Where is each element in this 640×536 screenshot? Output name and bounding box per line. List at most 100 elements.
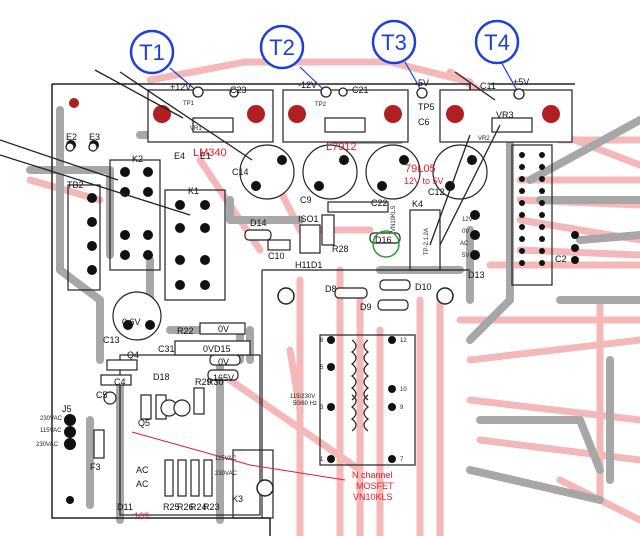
label-5v-k4: 5V [462,253,469,259]
transformer [319,334,416,466]
callout-t3[interactable]: T3 [371,19,417,65]
label-230vac-c: 230VAC [215,471,238,477]
label-c2: C2 [555,254,567,264]
callout-t4[interactable]: T4 [474,19,520,65]
label-k4: K4 [412,199,423,209]
label-pin12: 12 [400,338,407,344]
label-115vac-b: 115VAC [215,456,237,462]
label-d16: D16 [375,235,392,245]
callout-t2[interactable]: T2 [259,24,305,70]
label-tp212a: TP-2.1.2A [424,228,430,255]
label-f3: F3 [90,462,101,472]
label-vr3: VR3 [496,110,514,120]
label-r23: R23 [203,502,220,512]
label-k2: K2 [132,154,143,164]
label-r24: R24 [190,502,207,512]
label-c13: C13 [103,335,120,345]
header-strip [470,152,579,266]
small-capacitors [100,201,389,417]
mosfet-highlight [372,230,400,258]
heatsink-mount-holes [69,98,560,123]
label-c12: C12 [428,187,445,197]
regulator-l7912: L7912 [326,141,357,153]
label-vn10kls-silk: VN10KLS [391,206,397,232]
label-ac1: AC [136,465,149,475]
callout-t1[interactable]: T1 [129,29,175,75]
label-tp5: TP5 [418,102,435,112]
label-q4: Q4 [127,350,139,360]
relays [67,144,553,519]
label-r28: R28 [332,244,349,254]
label-r22: R22 [177,326,194,336]
label-c21: C21 [352,85,369,95]
svg-text:T4: T4 [484,30,510,55]
label-e1: E1 [200,151,211,161]
callout-lines [0,69,501,246]
label-tp1: TP1 [183,101,195,107]
test-points [65,86,525,152]
rail-m12v: -12V [298,80,317,90]
label-d8: D8 [325,284,337,294]
label-c5: C5 [96,390,108,400]
blue-callout-leaders [169,59,519,93]
label-d10: D10 [415,282,432,292]
label-pin10: 10 [400,387,407,393]
regulator-lm340: LM340 [193,147,227,159]
regulator-79l05: 79L05 [405,163,436,175]
mounting-screws [256,287,454,497]
label-ac-k4: AC [460,241,469,247]
capacitor-pads [123,155,477,330]
label-q5: Q5 [138,418,150,428]
label-115-230v: 115/230V [290,394,315,400]
label-0v-c: 0V [218,357,229,367]
silkscreen-labels: TB2 K1 K2 K3 K4 E1 E2 E3 E4 C14 C9 C12 C… [36,81,567,521]
label-r29: R29 [195,377,212,387]
annotation-line1: N channel [352,470,393,480]
label-ac2: AC [136,479,149,489]
label-k3: K3 [232,494,243,504]
label-j5: J5 [62,404,72,414]
annotation-line2: MOSFET [356,481,394,491]
label-c22: C22 [371,198,388,208]
label-230vac-b: 230VAC [36,442,59,448]
label-0v-a: 0V [218,324,229,334]
label-pin7: 7 [400,457,404,463]
label-e3: E3 [89,132,100,142]
label-pin3: 3 [320,405,324,411]
label-103: 103 [134,511,149,521]
regulator-bodies [192,117,533,133]
svg-text:T3: T3 [381,30,407,55]
svg-text:T1: T1 [139,40,165,65]
label-c11: C11 [480,81,496,91]
rail-p5v: +5V [513,77,529,87]
diodes [207,229,411,381]
label-c23: C23 [230,85,247,95]
label-c14: C14 [232,167,249,177]
label-d14: D14 [250,218,267,228]
label-r26: R26 [177,502,194,512]
label-d9: D9 [360,302,372,312]
label-e4: E4 [174,151,185,161]
label-c31: C31 [158,344,175,354]
label-vr1: VR1 [190,126,202,132]
regulator-79l05-note: 12V to 5V [404,176,444,186]
label-r25: R25 [163,502,180,512]
label-0v-k4: 0V [462,229,469,235]
label-d13: D13 [468,270,485,280]
label-pin1: 1 [320,457,324,463]
label-e2: E2 [66,132,77,142]
label-165v: 165V [213,373,234,383]
label-tb2: TB2 [67,180,84,190]
label-k1: K1 [188,186,199,196]
label-iso1: ISO1 [298,214,319,224]
transformer-pins [327,336,396,463]
annotation-line3: VN10KLS [353,492,393,502]
label-pin6: 6 [320,338,324,344]
label-0v-b: 0V [203,344,214,354]
label-pin9: 9 [400,405,404,411]
label-c9: C9 [300,195,312,205]
annotation-leader [131,431,346,481]
label-vr2: VR2 [478,136,490,142]
label-c10: C10 [268,251,285,261]
